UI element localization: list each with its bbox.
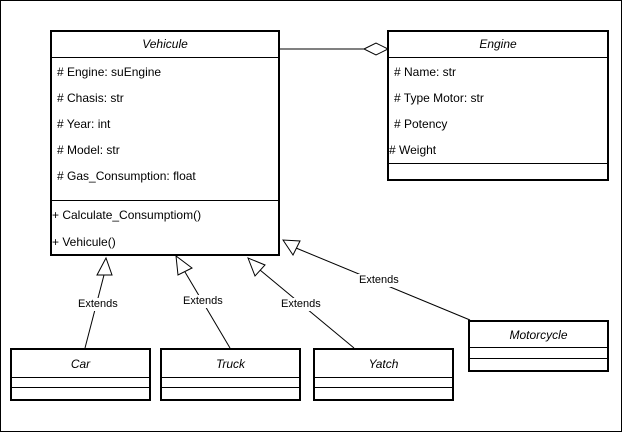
- engine-attribute-weight: # Weight: [389, 143, 437, 157]
- class-car-name: Car: [12, 350, 149, 378]
- class-engine[interactable]: Engine # Name: str # Type Motor: str # P…: [387, 30, 609, 181]
- class-truck[interactable]: Truck: [160, 348, 301, 401]
- engine-attribute-potency: # Potency: [394, 117, 448, 131]
- vehicule-section-divider: [52, 200, 278, 201]
- engine-section-divider: [389, 163, 607, 164]
- class-truck-name: Truck: [162, 350, 299, 378]
- vehicule-attribute-model: # Model: str: [57, 143, 120, 157]
- inheritance-arrowhead-car: [96, 256, 113, 276]
- engine-attribute-type-motor: # Type Motor: str: [394, 91, 484, 105]
- car-section-divider: [12, 387, 149, 388]
- vehicule-attribute-gas-consumption: # Gas_Consumption: float: [57, 169, 196, 183]
- extends-label-yatch: Extends: [280, 298, 322, 311]
- aggregation-diamond: [362, 42, 390, 56]
- vehicule-attribute-chasis: # Chasis: str: [57, 91, 124, 105]
- inheritance-arrowhead-motorcycle: [282, 239, 301, 256]
- extends-label-car: Extends: [77, 298, 119, 311]
- inheritance-arrowhead-truck: [175, 254, 193, 276]
- vehicule-method-constructor: + Vehicule(): [52, 235, 116, 249]
- class-vehicule[interactable]: Vehicule # Engine: suEngine # Chasis: st…: [50, 30, 280, 256]
- class-motorcycle-name: Motorcycle: [470, 322, 607, 348]
- yatch-section-divider: [315, 387, 452, 388]
- vehicule-method-calculate-consumption: + Calculate_Consumptiom(): [52, 208, 202, 222]
- class-yatch-name: Yatch: [315, 350, 452, 378]
- vehicule-attribute-year: # Year: int: [57, 117, 111, 131]
- engine-attribute-name: # Name: str: [394, 65, 457, 79]
- motorcycle-section-divider: [470, 358, 607, 359]
- class-motorcycle[interactable]: Motorcycle: [468, 320, 609, 372]
- inheritance-arrowhead-yatch: [247, 257, 266, 277]
- vehicule-attribute-engine: # Engine: suEngine: [57, 65, 162, 79]
- extends-label-truck: Extends: [182, 295, 224, 308]
- class-car[interactable]: Car: [10, 348, 151, 401]
- class-vehicule-name: Vehicule: [52, 32, 278, 58]
- truck-section-divider: [162, 387, 299, 388]
- class-engine-name: Engine: [389, 32, 607, 58]
- extends-line-car: [84, 274, 105, 349]
- extends-label-motorcycle: Extends: [358, 274, 400, 287]
- class-yatch[interactable]: Yatch: [313, 348, 454, 401]
- extends-line-truck: [184, 271, 231, 349]
